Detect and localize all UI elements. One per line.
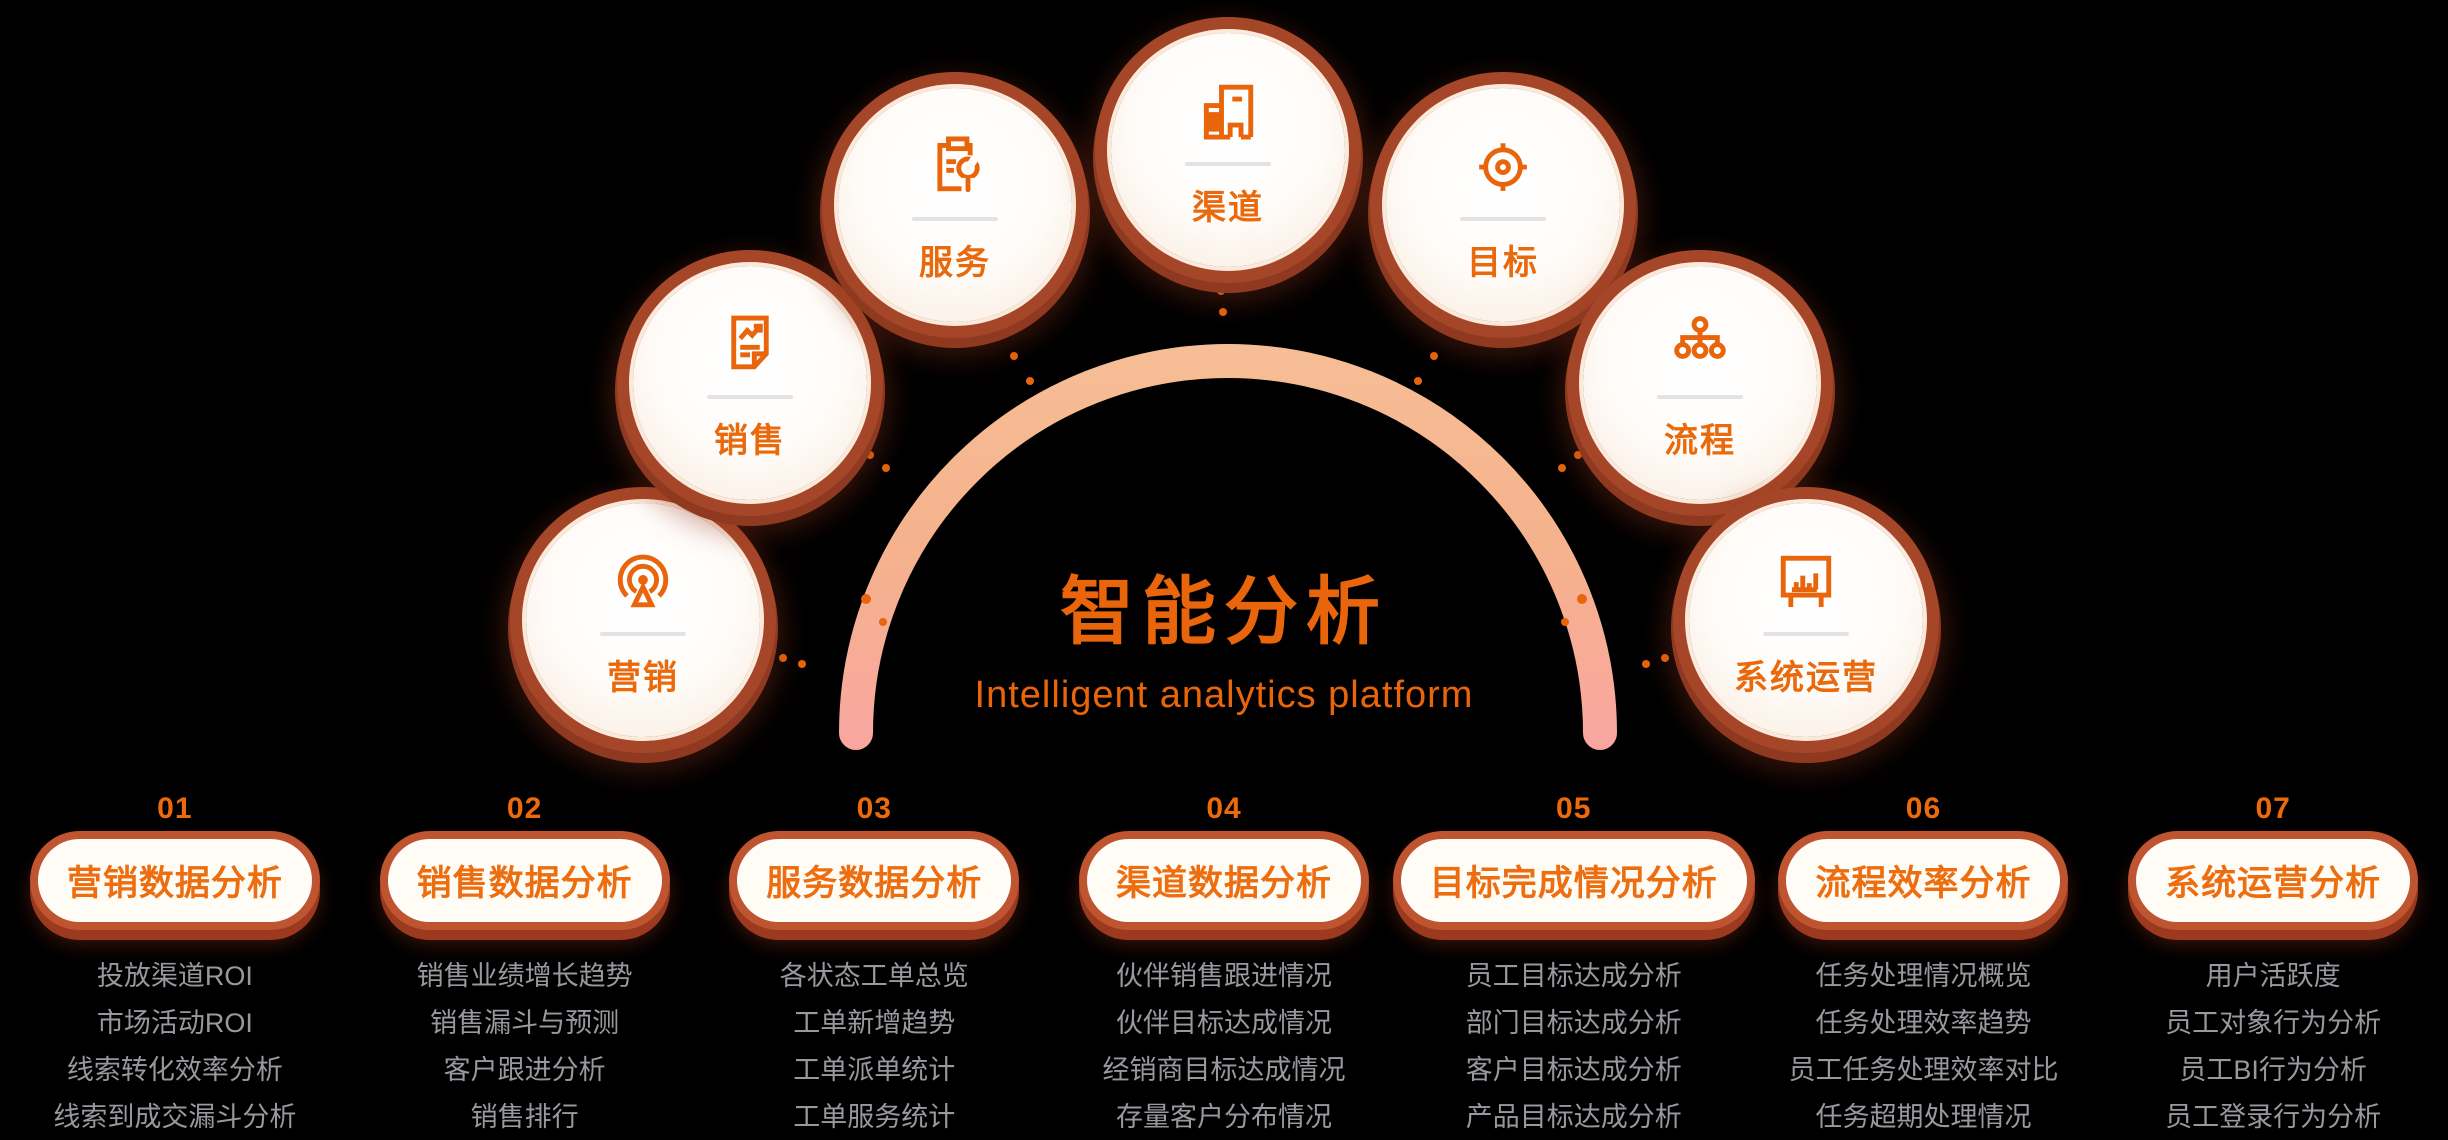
list-item: 部门目标达成分析 xyxy=(1465,1008,1682,1038)
section-number: 04 xyxy=(1206,792,1242,825)
list-item: 线索到成交漏斗分析 xyxy=(53,1102,297,1132)
divider xyxy=(912,216,998,221)
list-item: 销售业绩增长趋势 xyxy=(416,961,633,991)
node-label: 流程 xyxy=(1664,421,1736,460)
section-pill: 销售数据分析 xyxy=(390,842,659,919)
section-04: 04 渠道数据分析 伙伴销售跟进情况 伙伴目标达成情况 经销商目标达成情况 存量… xyxy=(1049,792,1399,1140)
list-item: 任务超期处理情况 xyxy=(1815,1102,2032,1132)
buildings-icon xyxy=(1203,84,1254,139)
list-item: 伙伴销售跟进情况 xyxy=(1116,961,1333,991)
list-item: 员工登录行为分析 xyxy=(2165,1102,2382,1132)
sales-document-icon xyxy=(731,315,769,369)
section-02: 02 销售数据分析 销售业绩增长趋势 销售漏斗与预测 客户跟进分析 销售排行 xyxy=(350,792,700,1140)
analysis-sections: 01 营销数据分析 投放渠道ROI 市场活动ROI 线索转化效率分析 线索到成交… xyxy=(0,792,2448,1140)
node-system-ops: 系统运营 xyxy=(1689,503,1923,737)
divider xyxy=(1185,161,1271,166)
section-07: 07 系统运营分析 用户活跃度 员工对象行为分析 员工BI行为分析 员工登录行为… xyxy=(2098,792,2448,1140)
section-items: 投放渠道ROI 市场活动ROI 线索转化效率分析 线索到成交漏斗分析 xyxy=(0,953,350,1140)
node-label: 营销 xyxy=(607,658,679,697)
section-items: 用户活跃度 员工对象行为分析 员工BI行为分析 员工登录行为分析 xyxy=(2098,953,2448,1140)
target-icon xyxy=(1479,142,1527,191)
list-item: 经销商目标达成情况 xyxy=(1102,1055,1346,1085)
list-item: 存量客户分布情况 xyxy=(1116,1102,1333,1132)
list-item: 伙伴目标达成情况 xyxy=(1116,1008,1333,1038)
clipboard-wrench-icon xyxy=(937,135,981,192)
list-item: 员工任务处理效率对比 xyxy=(1788,1055,2059,1085)
page-title: 智能分析 xyxy=(1060,570,1388,653)
section-items: 伙伴销售跟进情况 伙伴目标达成情况 经销商目标达成情况 存量客户分布情况 xyxy=(1049,953,1399,1140)
list-item: 员工目标达成分析 xyxy=(1465,961,1682,991)
list-item: 投放渠道ROI xyxy=(96,961,253,991)
section-items: 销售业绩增长趋势 销售漏斗与预测 客户跟进分析 销售排行 xyxy=(350,953,700,1140)
node-label: 销售 xyxy=(714,421,786,460)
list-item: 线索转化效率分析 xyxy=(66,1055,283,1085)
section-number: 01 xyxy=(157,792,193,825)
section-pill: 服务数据分析 xyxy=(740,842,1009,919)
section-items: 任务处理情况概览 任务处理效率趋势 员工任务处理效率对比 任务超期处理情况 xyxy=(1749,953,2099,1140)
list-item: 工单服务统计 xyxy=(793,1102,956,1132)
divider xyxy=(707,394,793,399)
org-flow-icon xyxy=(1674,315,1726,359)
list-item: 任务处理效率趋势 xyxy=(1815,1008,2032,1038)
node-target: 目标 xyxy=(1386,88,1620,322)
node-label: 系统运营 xyxy=(1734,658,1878,697)
list-item: 员工BI行为分析 xyxy=(2179,1055,2367,1085)
node-label: 服务 xyxy=(919,243,991,282)
list-item: 各状态工单总览 xyxy=(779,961,969,991)
node-process: 流程 xyxy=(1583,266,1817,500)
section-items: 员工目标达成分析 部门目标达成分析 客户目标达成分析 产品目标达成分析 xyxy=(1399,953,1749,1140)
section-pill: 系统运营分析 xyxy=(2139,842,2408,919)
list-item: 用户活跃度 xyxy=(2205,961,2341,991)
divider xyxy=(1763,631,1849,636)
dashboard-board-icon xyxy=(1780,555,1832,607)
node-marketing: 营销 xyxy=(526,503,760,737)
section-pill: 渠道数据分析 xyxy=(1090,842,1359,919)
list-item: 销售漏斗与预测 xyxy=(430,1008,620,1038)
section-number: 03 xyxy=(856,792,892,825)
list-item: 市场活动ROI xyxy=(96,1008,253,1038)
section-pill: 目标完成情况分析 xyxy=(1403,842,1744,919)
decor-dots xyxy=(779,287,1669,668)
node-service: 服务 xyxy=(838,88,1072,322)
list-item: 销售排行 xyxy=(470,1102,579,1132)
section-pill: 流程效率分析 xyxy=(1789,842,2058,919)
page-subtitle: Intelligent analytics platform xyxy=(974,674,1474,716)
node-channel: 渠道 xyxy=(1111,33,1345,267)
section-number: 06 xyxy=(1905,792,1942,825)
divider xyxy=(1657,394,1743,399)
section-pill: 营销数据分析 xyxy=(40,842,309,919)
section-number: 05 xyxy=(1556,792,1592,825)
arch-arc xyxy=(839,344,1617,750)
list-item: 工单派单统计 xyxy=(793,1055,956,1085)
node-label: 目标 xyxy=(1467,243,1539,282)
list-item: 客户跟进分析 xyxy=(443,1055,606,1085)
section-03: 03 服务数据分析 各状态工单总览 工单新增趋势 工单派单统计 工单服务统计 xyxy=(699,792,1049,1140)
section-number: 02 xyxy=(506,792,543,825)
broadcast-icon xyxy=(617,554,669,607)
list-item: 工单新增趋势 xyxy=(793,1008,956,1038)
list-item: 任务处理情况概览 xyxy=(1815,961,2032,991)
section-number: 07 xyxy=(2255,792,2291,825)
divider xyxy=(1460,216,1546,221)
node-sales: 销售 xyxy=(633,266,867,500)
section-06: 06 流程效率分析 任务处理情况概览 任务处理效率趋势 员工任务处理效率对比 任… xyxy=(1749,792,2099,1140)
section-items: 各状态工单总览 工单新增趋势 工单派单统计 工单服务统计 xyxy=(699,953,1049,1140)
node-label: 渠道 xyxy=(1192,188,1264,227)
section-01: 01 营销数据分析 投放渠道ROI 市场活动ROI 线索转化效率分析 线索到成交… xyxy=(0,792,350,1140)
list-item: 员工对象行为分析 xyxy=(2165,1008,2382,1038)
divider xyxy=(600,631,686,636)
section-05: 05 目标完成情况分析 员工目标达成分析 部门目标达成分析 客户目标达成分析 产… xyxy=(1399,792,1749,1140)
list-item: 产品目标达成分析 xyxy=(1465,1102,1682,1132)
list-item: 客户目标达成分析 xyxy=(1465,1055,1682,1085)
